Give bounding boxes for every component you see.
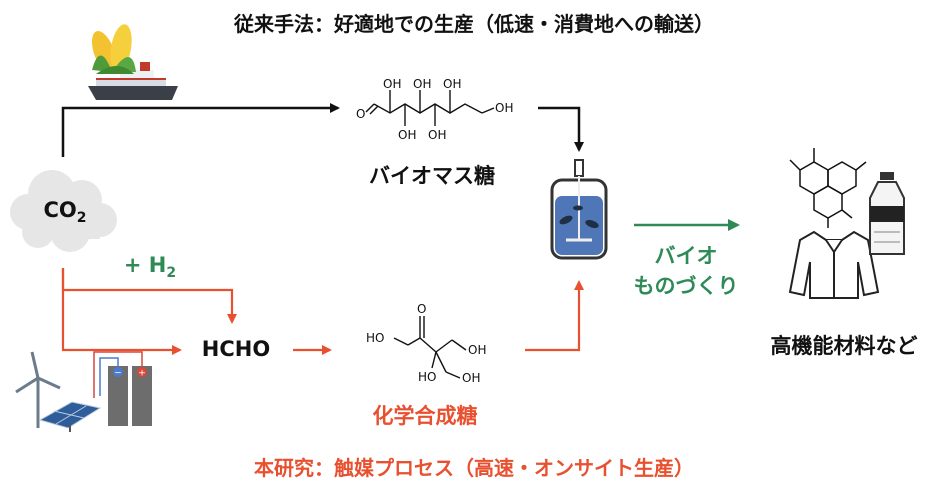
co2-label: CO2 — [43, 198, 87, 227]
cargo-ship-icon — [88, 24, 178, 100]
chemical-sugar-structure — [393, 316, 467, 379]
ho-label: HO — [418, 370, 436, 384]
bioreactor-icon — [550, 159, 608, 260]
shirt-icon — [788, 230, 880, 299]
hcho-label: HCHO — [201, 337, 271, 361]
biomass-to-reactor-arrow — [538, 106, 584, 152]
svg-text:+: + — [138, 369, 146, 379]
oh-label: OH — [398, 128, 416, 142]
ketone-o-label: O — [417, 302, 426, 316]
conventional-method-title: 従来手法：好適地での生産（低速・消費地への輸送） — [234, 12, 714, 36]
oh-label: OH — [495, 101, 513, 115]
biomass-sugar-label: バイオマス糖 — [369, 164, 495, 188]
new-research-title: 本研究：触媒プロセス（高速・オンサイト生産） — [254, 456, 694, 480]
biomass-sugar-labels: O OH OH OH OH OH OH — [356, 77, 513, 142]
bio-manufacturing-label: バイオ ものづくり — [616, 241, 756, 301]
co2-to-hcho-arrow — [61, 268, 182, 355]
oh-label: OH — [413, 77, 431, 91]
co2-cloud-icon — [10, 170, 117, 252]
svg-text:−: − — [114, 369, 122, 379]
ho-label: HO — [366, 331, 384, 345]
oh-label: OH — [468, 343, 486, 357]
bottle-icon — [869, 172, 905, 255]
oh-label: OH — [443, 77, 461, 91]
oh-label: OH — [428, 128, 446, 142]
biomass-sugar-structure — [365, 90, 495, 126]
chemical-sugar-labels: HO O OH HO OH — [366, 302, 486, 385]
h2-label: + H2 — [123, 253, 177, 282]
advanced-materials-label: 高機能材料など — [770, 334, 918, 358]
bio-manufacturing-line1: バイオ — [654, 244, 718, 268]
polycyclic-molecule-icon — [789, 148, 867, 228]
renewable-energy-icon: − + — [15, 351, 152, 432]
conventional-route-arrow — [61, 103, 340, 157]
bio-manufacturing-line2: ものづくり — [633, 274, 739, 298]
chemical-sugar-label: 化学合成糖 — [372, 404, 478, 428]
aldehyde-o-label: O — [356, 107, 365, 121]
oh-label: OH — [462, 371, 480, 385]
chemical-sugar-to-reactor-arrow — [525, 280, 584, 352]
oh-label: OH — [383, 77, 401, 91]
